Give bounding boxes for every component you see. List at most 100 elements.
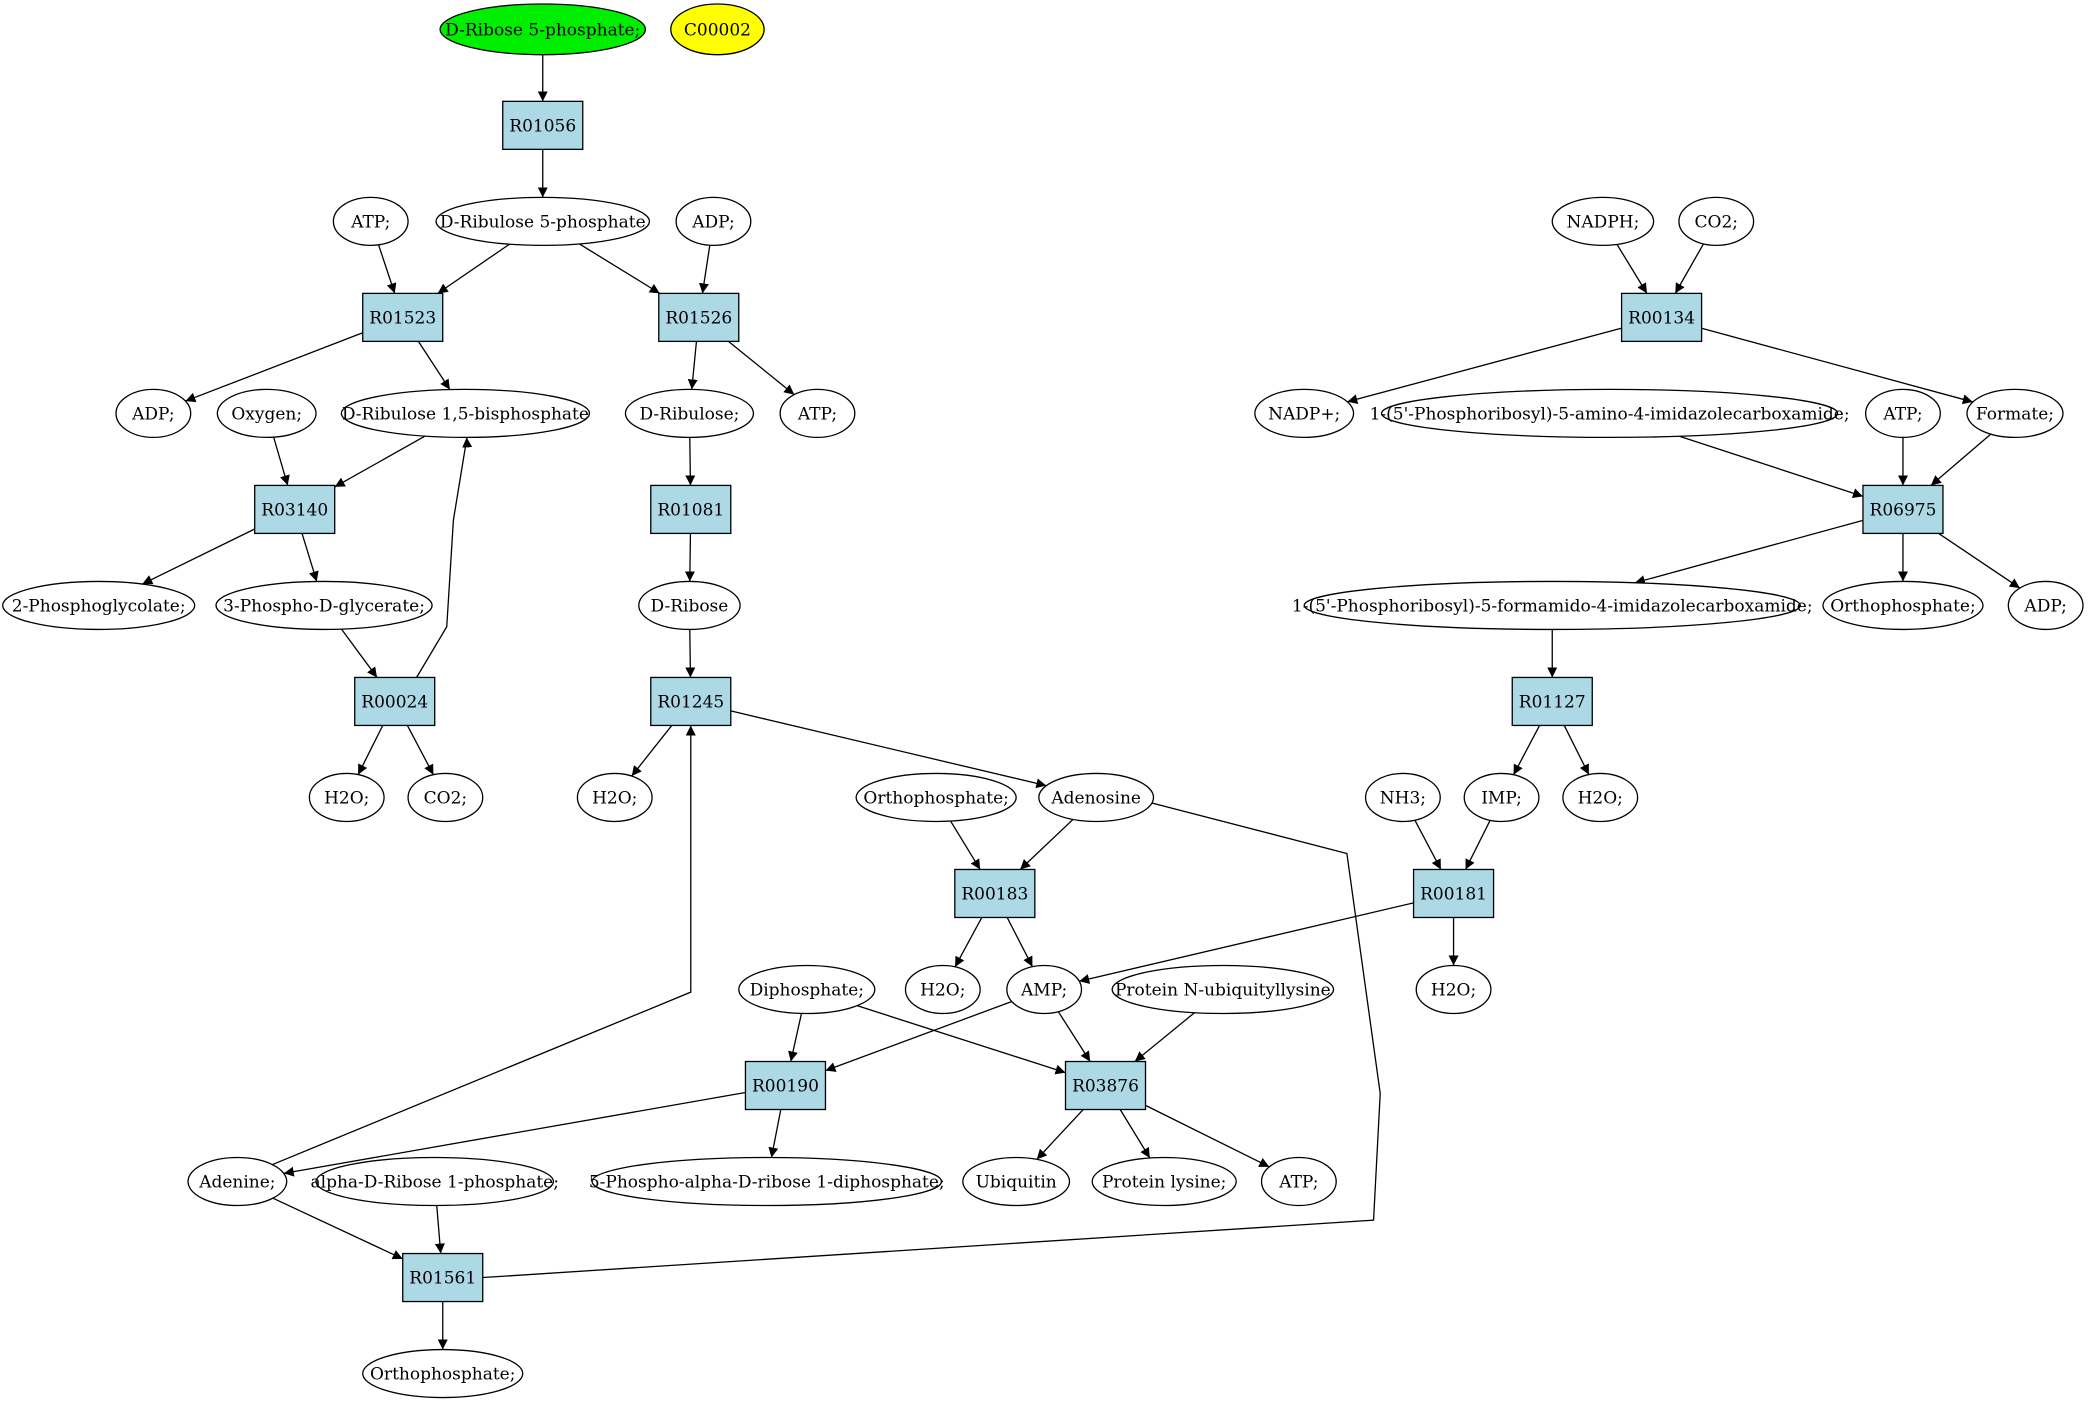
- compound-node-c_h2o1[interactable]: H2O;: [308, 772, 385, 823]
- compound-node-c_3pg[interactable]: 3-Phospho-D-glycerate;: [215, 580, 433, 631]
- compound-node-c_h2o2[interactable]: H2O;: [576, 772, 653, 823]
- compound-ellipse: [362, 1348, 524, 1399]
- compound-node-c_r5p[interactable]: D-Ribose 5-phosphate;: [439, 3, 647, 56]
- reaction-node-r01081[interactable]: R01081: [650, 484, 732, 535]
- reaction-box: [1620, 292, 1703, 343]
- compound-node-c_co2b[interactable]: CO2;: [1678, 196, 1755, 247]
- compound-ellipse: [591, 1156, 943, 1207]
- compound-node-c_ribose[interactable]: D-Ribose: [638, 580, 741, 631]
- node-label: H2O;: [920, 980, 965, 1000]
- compound-node-c_rubp[interactable]: D-Ribulose 1,5-bisphosphate: [340, 388, 591, 439]
- compound-node-c_ortho1[interactable]: Orthophosphate;: [855, 772, 1017, 823]
- edge-r01561-to-c_adenosine: [482, 796, 1381, 1279]
- edge-c_co2b-to-r00134: [1674, 243, 1705, 294]
- reaction-node-r01127[interactable]: R01127: [1511, 676, 1593, 727]
- compound-node-c_ortho3[interactable]: Orthophosphate;: [1822, 580, 1984, 631]
- compound-node-c_ru5p[interactable]: D-Ribulose 5-phosphate: [435, 196, 651, 247]
- edge-r00183-to-c_h2o3: [954, 917, 983, 968]
- compound-node-c_co2a[interactable]: CO2;: [407, 772, 484, 823]
- reaction-box: [502, 100, 584, 151]
- reaction-box: [362, 292, 444, 343]
- compound-node-c_ortho2[interactable]: Orthophosphate;: [362, 1348, 524, 1399]
- edge-c_atp1-to-r01523: [377, 244, 397, 294]
- reaction-node-r00181[interactable]: R00181: [1412, 868, 1495, 919]
- compound-node-c_protub[interactable]: Protein N-ubiquityllysine: [1111, 964, 1335, 1015]
- reaction-node-r03876[interactable]: R03876: [1064, 1060, 1147, 1111]
- node-label: ATP;: [1882, 404, 1922, 424]
- reaction-node-r01561[interactable]: R01561: [402, 1252, 484, 1303]
- edge-c_ribose-to-r01245: [685, 629, 696, 678]
- compound-ellipse: [187, 1156, 288, 1207]
- node-label: Formate;: [1976, 404, 2054, 424]
- compound-node-c_amp[interactable]: AMP;: [1006, 964, 1083, 1015]
- compound-node-c_nh3[interactable]: NH3;: [1364, 772, 1441, 823]
- compound-ellipse: [1966, 388, 2064, 439]
- compound-ellipse: [638, 580, 741, 631]
- compound-node-c_adp1[interactable]: ADP;: [675, 196, 752, 247]
- compound-ellipse: [2, 580, 196, 631]
- compound-node-c_ar1p[interactable]: alpha-D-Ribose 1-phosphate;: [311, 1156, 559, 1207]
- reaction-node-r00183[interactable]: R00183: [954, 868, 1036, 919]
- compound-node-c_protlys[interactable]: Protein lysine;: [1091, 1156, 1237, 1207]
- compound-node-c_nadph[interactable]: NADPH;: [1551, 196, 1655, 247]
- reaction-node-r01245[interactable]: R01245: [650, 676, 732, 727]
- edge-r01523-to-c_adp2: [185, 332, 363, 403]
- compound-node-c_h2o5[interactable]: H2O;: [1415, 964, 1492, 1015]
- node-label: CO2;: [424, 788, 468, 808]
- reaction-box: [254, 484, 336, 535]
- compound-node-c_adp3[interactable]: ADP;: [2007, 580, 2084, 631]
- edge-r03876-to-c_atp3: [1145, 1104, 1270, 1168]
- compound-node-c_oxygen[interactable]: Oxygen;: [216, 388, 317, 439]
- reaction-node-r01056[interactable]: R01056: [502, 100, 584, 151]
- edge-c_adenine-to-r01561: [272, 1197, 404, 1260]
- compound-node-c_h2o4[interactable]: H2O;: [1562, 772, 1639, 823]
- reaction-node-r01526[interactable]: R01526: [658, 292, 740, 343]
- reaction-box: [1064, 1060, 1147, 1111]
- compound-node-c_c00002[interactable]: C00002: [670, 3, 765, 56]
- edge-r00181-to-c_amp: [1079, 902, 1414, 984]
- compound-node-c_aicar[interactable]: 1-(5'-Phosphoribosyl)-5-amino-4-imidazol…: [1370, 388, 1850, 439]
- compound-node-c_adenosine[interactable]: Adenosine: [1038, 772, 1155, 823]
- compound-ellipse: [1678, 196, 1755, 247]
- reaction-node-r00190[interactable]: R00190: [744, 1060, 827, 1111]
- reaction-node-r01523[interactable]: R01523: [362, 292, 444, 343]
- compound-ellipse: [439, 3, 647, 56]
- compound-ellipse: [1111, 964, 1335, 1015]
- compound-node-c_adenine[interactable]: Adenine;: [187, 1156, 288, 1207]
- compound-node-c_faicar[interactable]: 1-(5'-Phosphoribosyl)-5-formamido-4-imid…: [1292, 580, 1813, 631]
- compound-node-c_diphos[interactable]: Diphosphate;: [738, 964, 876, 1015]
- edge-r00024-to-c_h2o1: [357, 725, 384, 775]
- compound-node-c_prpp[interactable]: 5-Phospho-alpha-D-ribose 1-diphosphate;: [589, 1156, 945, 1207]
- compound-node-c_imp[interactable]: IMP;: [1463, 772, 1540, 823]
- reaction-box: [658, 292, 740, 343]
- compound-node-c_ubiquitin[interactable]: Ubiquitin: [962, 1156, 1071, 1207]
- compound-node-c_atp4[interactable]: ATP;: [1864, 388, 1941, 439]
- compound-node-c_ribulose[interactable]: D-Ribulose;: [624, 388, 755, 439]
- node-label: H2O;: [1578, 788, 1623, 808]
- compound-ellipse: [1254, 388, 1355, 439]
- compound-node-c_atp1[interactable]: ATP;: [332, 196, 409, 247]
- compound-node-c_h2o3[interactable]: H2O;: [904, 964, 981, 1015]
- reaction-node-r00134[interactable]: R00134: [1620, 292, 1703, 343]
- node-label: 5-Phospho-alpha-D-ribose 1-diphosphate;: [589, 1173, 945, 1193]
- compound-node-c_atp3[interactable]: ATP;: [1260, 1156, 1337, 1207]
- node-label: alpha-D-Ribose 1-phosphate;: [311, 1173, 559, 1193]
- node-label: Adenosine: [1050, 788, 1141, 808]
- compound-node-c_adp2[interactable]: ADP;: [115, 388, 192, 439]
- compound-node-c_formate[interactable]: Formate;: [1966, 388, 2064, 439]
- node-label: R01081: [657, 500, 724, 520]
- edge-layer: [142, 54, 2021, 1350]
- compound-node-c_2pg[interactable]: 2-Phosphoglycolate;: [2, 580, 196, 631]
- compound-ellipse: [1380, 388, 1839, 439]
- edge-c_amp-to-r00190: [825, 1000, 1013, 1072]
- reaction-node-r03140[interactable]: R03140: [254, 484, 336, 535]
- edge-r03876-to-c_protlys: [1119, 1109, 1151, 1159]
- compound-node-c_nadp[interactable]: NADP+;: [1254, 388, 1355, 439]
- node-label: IMP;: [1481, 788, 1522, 808]
- node-label: ATP;: [1278, 1173, 1318, 1193]
- node-label: 1-(5'-Phosphoribosyl)-5-amino-4-imidazol…: [1370, 404, 1850, 424]
- reaction-node-r00024[interactable]: R00024: [354, 676, 436, 727]
- reaction-node-r06975[interactable]: R06975: [1862, 484, 1944, 535]
- compound-node-c_atp2[interactable]: ATP;: [779, 388, 856, 439]
- reaction-box: [954, 868, 1036, 919]
